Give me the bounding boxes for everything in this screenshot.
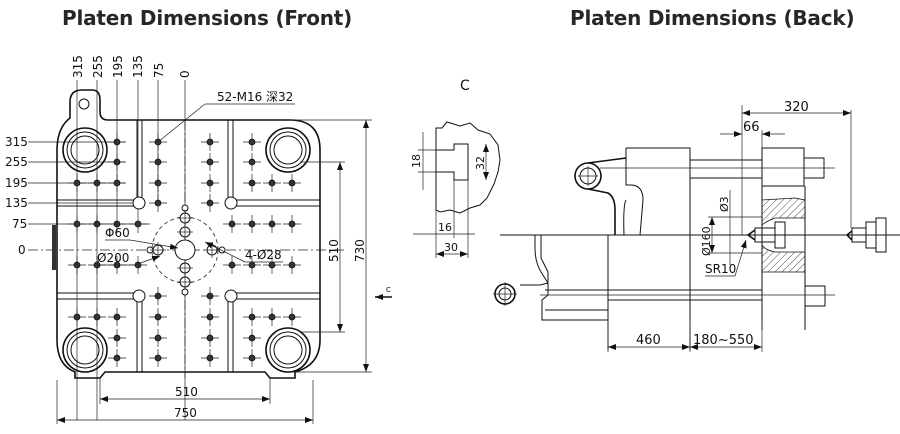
threaded-hole — [248, 261, 256, 269]
threaded-hole — [134, 220, 142, 228]
threaded-hole — [248, 354, 256, 362]
back-platen-drawing: 320 66 Ø3 Ø160 SR10 460 180~550 — [493, 100, 900, 352]
threaded-hole — [73, 179, 81, 187]
back-platen-title: Platen Dimensions (Back) — [570, 6, 855, 30]
tie-bar-hole-top-left — [62, 127, 108, 173]
top-coord-255: 255 — [91, 55, 105, 78]
threaded-hole — [248, 313, 256, 321]
inner-height-dim: 510 — [327, 239, 341, 262]
threaded-hole — [73, 220, 81, 228]
threaded-hole — [248, 158, 256, 166]
threaded-hole — [206, 138, 214, 146]
threaded-hole — [206, 292, 214, 300]
threaded-hole — [268, 261, 276, 269]
outer-height-dim: 730 — [353, 239, 367, 262]
threaded-hole — [113, 158, 121, 166]
mold-offset-dim: 460 — [636, 333, 661, 348]
threaded-hole — [154, 158, 162, 166]
threaded-hole — [93, 220, 101, 228]
front-platen-title: Platen Dimensions (Front) — [62, 6, 353, 30]
nozzle-protrusion-dim: 66 — [743, 120, 760, 135]
outer-width-dim: 750 — [174, 406, 197, 420]
nozzle-stroke-dim: 320 — [784, 100, 809, 115]
threaded-hole — [73, 313, 81, 321]
threaded-hole — [73, 261, 81, 269]
ejector-holes-label: 4-Ø28 — [245, 248, 282, 262]
threaded-hole — [113, 354, 121, 362]
nozzle-ring-dim: Ø160 — [700, 226, 713, 256]
top-coord-315: 315 — [71, 55, 85, 78]
ejector-holes — [146, 204, 226, 296]
top-coord-0: 0 — [178, 70, 192, 78]
threaded-hole — [93, 179, 101, 187]
nozzle-hole-dim: Ø3 — [718, 196, 731, 212]
slot-total-dim: 30 — [444, 241, 458, 254]
threaded-hole — [113, 220, 121, 228]
left-coord-315: 315 — [5, 135, 28, 149]
threaded-hole — [206, 179, 214, 187]
center-hole — [174, 239, 196, 261]
threaded-hole — [93, 313, 101, 321]
mold-thickness-range-dim: 180~550 — [693, 333, 754, 348]
threaded-hole — [268, 179, 276, 187]
left-coord-135: 135 — [5, 196, 28, 210]
threaded-hole — [206, 354, 214, 362]
threaded-hole — [206, 199, 214, 207]
threaded-hole — [288, 313, 296, 321]
threaded-hole — [154, 354, 162, 362]
threaded-hole — [113, 334, 121, 342]
threaded-holes — [68, 133, 301, 367]
nozzle-radius-label: SR10 — [705, 262, 736, 276]
tie-bar-hole-bottom-right — [265, 327, 311, 373]
threaded-hole — [206, 158, 214, 166]
inner-width-dim: 510 — [175, 385, 198, 399]
left-coord-195: 195 — [5, 176, 28, 190]
threaded-hole — [113, 313, 121, 321]
left-coord-255: 255 — [5, 155, 28, 169]
threaded-hole — [288, 179, 296, 187]
threaded-hole — [268, 220, 276, 228]
threaded-hole — [113, 138, 121, 146]
threaded-hole — [154, 179, 162, 187]
top-coord-75: 75 — [152, 63, 166, 78]
threaded-hole — [248, 220, 256, 228]
threaded-hole — [154, 334, 162, 342]
threaded-hole — [154, 313, 162, 321]
threaded-hole — [206, 313, 214, 321]
section-marker-c: C — [386, 286, 391, 294]
threaded-hole — [288, 220, 296, 228]
threaded-hole — [228, 261, 236, 269]
left-coord-75: 75 — [12, 217, 27, 231]
left-coord-0: 0 — [18, 243, 26, 257]
threaded-hole — [268, 313, 276, 321]
threaded-hole — [248, 334, 256, 342]
slot-width-dim: 18 — [410, 154, 423, 168]
threaded-hole — [248, 138, 256, 146]
top-coord-135: 135 — [131, 55, 145, 78]
center-hole-label: Φ60 — [105, 226, 130, 240]
top-coord-195: 195 — [111, 55, 125, 78]
threaded-hole — [248, 179, 256, 187]
ejector-hole — [181, 288, 189, 296]
threaded-hole — [154, 292, 162, 300]
front-platen-drawing: 315 255 195 135 75 0 315 255 195 135 75 … — [5, 55, 392, 424]
detail-c-title: C — [460, 78, 470, 94]
slot-head-dim: 32 — [474, 156, 487, 170]
detail-c-drawing: C 18 32 16 30 — [410, 78, 501, 258]
threaded-hole — [288, 261, 296, 269]
threaded-hole — [228, 220, 236, 228]
locating-ring-label: Ø200 — [97, 251, 129, 265]
top-coordinate-labels: 315 255 195 135 75 0 — [71, 55, 192, 78]
ejector-hole — [218, 246, 226, 254]
threaded-hole — [154, 199, 162, 207]
left-coordinate-labels: 315 255 195 135 75 0 — [5, 135, 28, 257]
tie-bar-hole-top-right — [265, 127, 311, 173]
threaded-hole — [206, 334, 214, 342]
tie-bar-hole-bottom-left — [62, 327, 108, 373]
threaded-hole — [113, 179, 121, 187]
thread-callout: 52-M16 深32 — [217, 90, 293, 104]
slot-neck-dim: 16 — [438, 221, 452, 234]
